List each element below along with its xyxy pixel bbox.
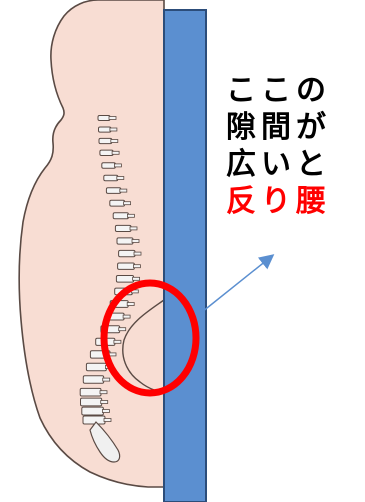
vertebra-process <box>114 164 121 167</box>
caption-line-2: 隙間が <box>226 109 362 146</box>
vertebra-process <box>132 240 139 243</box>
vertebra-process <box>134 252 141 255</box>
vertebra-process <box>130 227 137 230</box>
vertebra-process <box>111 140 118 143</box>
vertebra <box>104 175 118 181</box>
vertebra-process <box>114 340 121 343</box>
vertebra <box>118 263 135 269</box>
vertebra-process <box>133 265 140 268</box>
vertebra <box>83 416 105 424</box>
vertebra-process <box>103 378 110 381</box>
vertebra <box>115 225 131 231</box>
vertebra-process <box>127 214 134 217</box>
arrow-pointer <box>197 256 272 316</box>
vertebra <box>86 363 106 370</box>
vertebra <box>100 150 113 155</box>
vertebra <box>82 407 104 415</box>
vertebra <box>99 138 112 143</box>
vertebra-process <box>124 202 131 205</box>
vertebra-process <box>100 391 107 394</box>
vertebra <box>119 250 135 256</box>
vertebra-process <box>133 277 140 280</box>
caption-text: ここの 隙間が 広いと 反り腰 <box>226 72 362 220</box>
caption-line-3: 広いと <box>226 146 362 183</box>
vertebra <box>113 213 128 219</box>
vertebra-process <box>104 419 111 422</box>
wall-panel <box>164 10 206 502</box>
vertebra <box>110 200 125 206</box>
vertebra <box>116 276 133 283</box>
vertebra-process <box>109 353 116 356</box>
vertebra <box>81 398 102 406</box>
vertebra-process <box>109 117 116 120</box>
vertebra-process <box>101 401 108 404</box>
vertebra-process <box>120 189 127 192</box>
vertebra <box>80 388 101 396</box>
vertebra-process <box>102 410 109 413</box>
vertebra <box>98 116 110 121</box>
vertebra-process <box>117 177 124 180</box>
vertebra-process <box>123 315 130 318</box>
vertebra <box>117 238 133 244</box>
caption-line-4: 反り腰 <box>226 183 362 220</box>
caption-line-1: ここの <box>226 72 362 109</box>
vertebra-process <box>112 151 119 154</box>
vertebra <box>99 127 111 132</box>
vertebra <box>106 188 120 194</box>
vertebra-process <box>119 328 126 331</box>
vertebra-process <box>110 128 117 131</box>
vertebra-process <box>127 303 134 306</box>
vertebra <box>102 163 116 169</box>
vertebra <box>83 376 103 384</box>
